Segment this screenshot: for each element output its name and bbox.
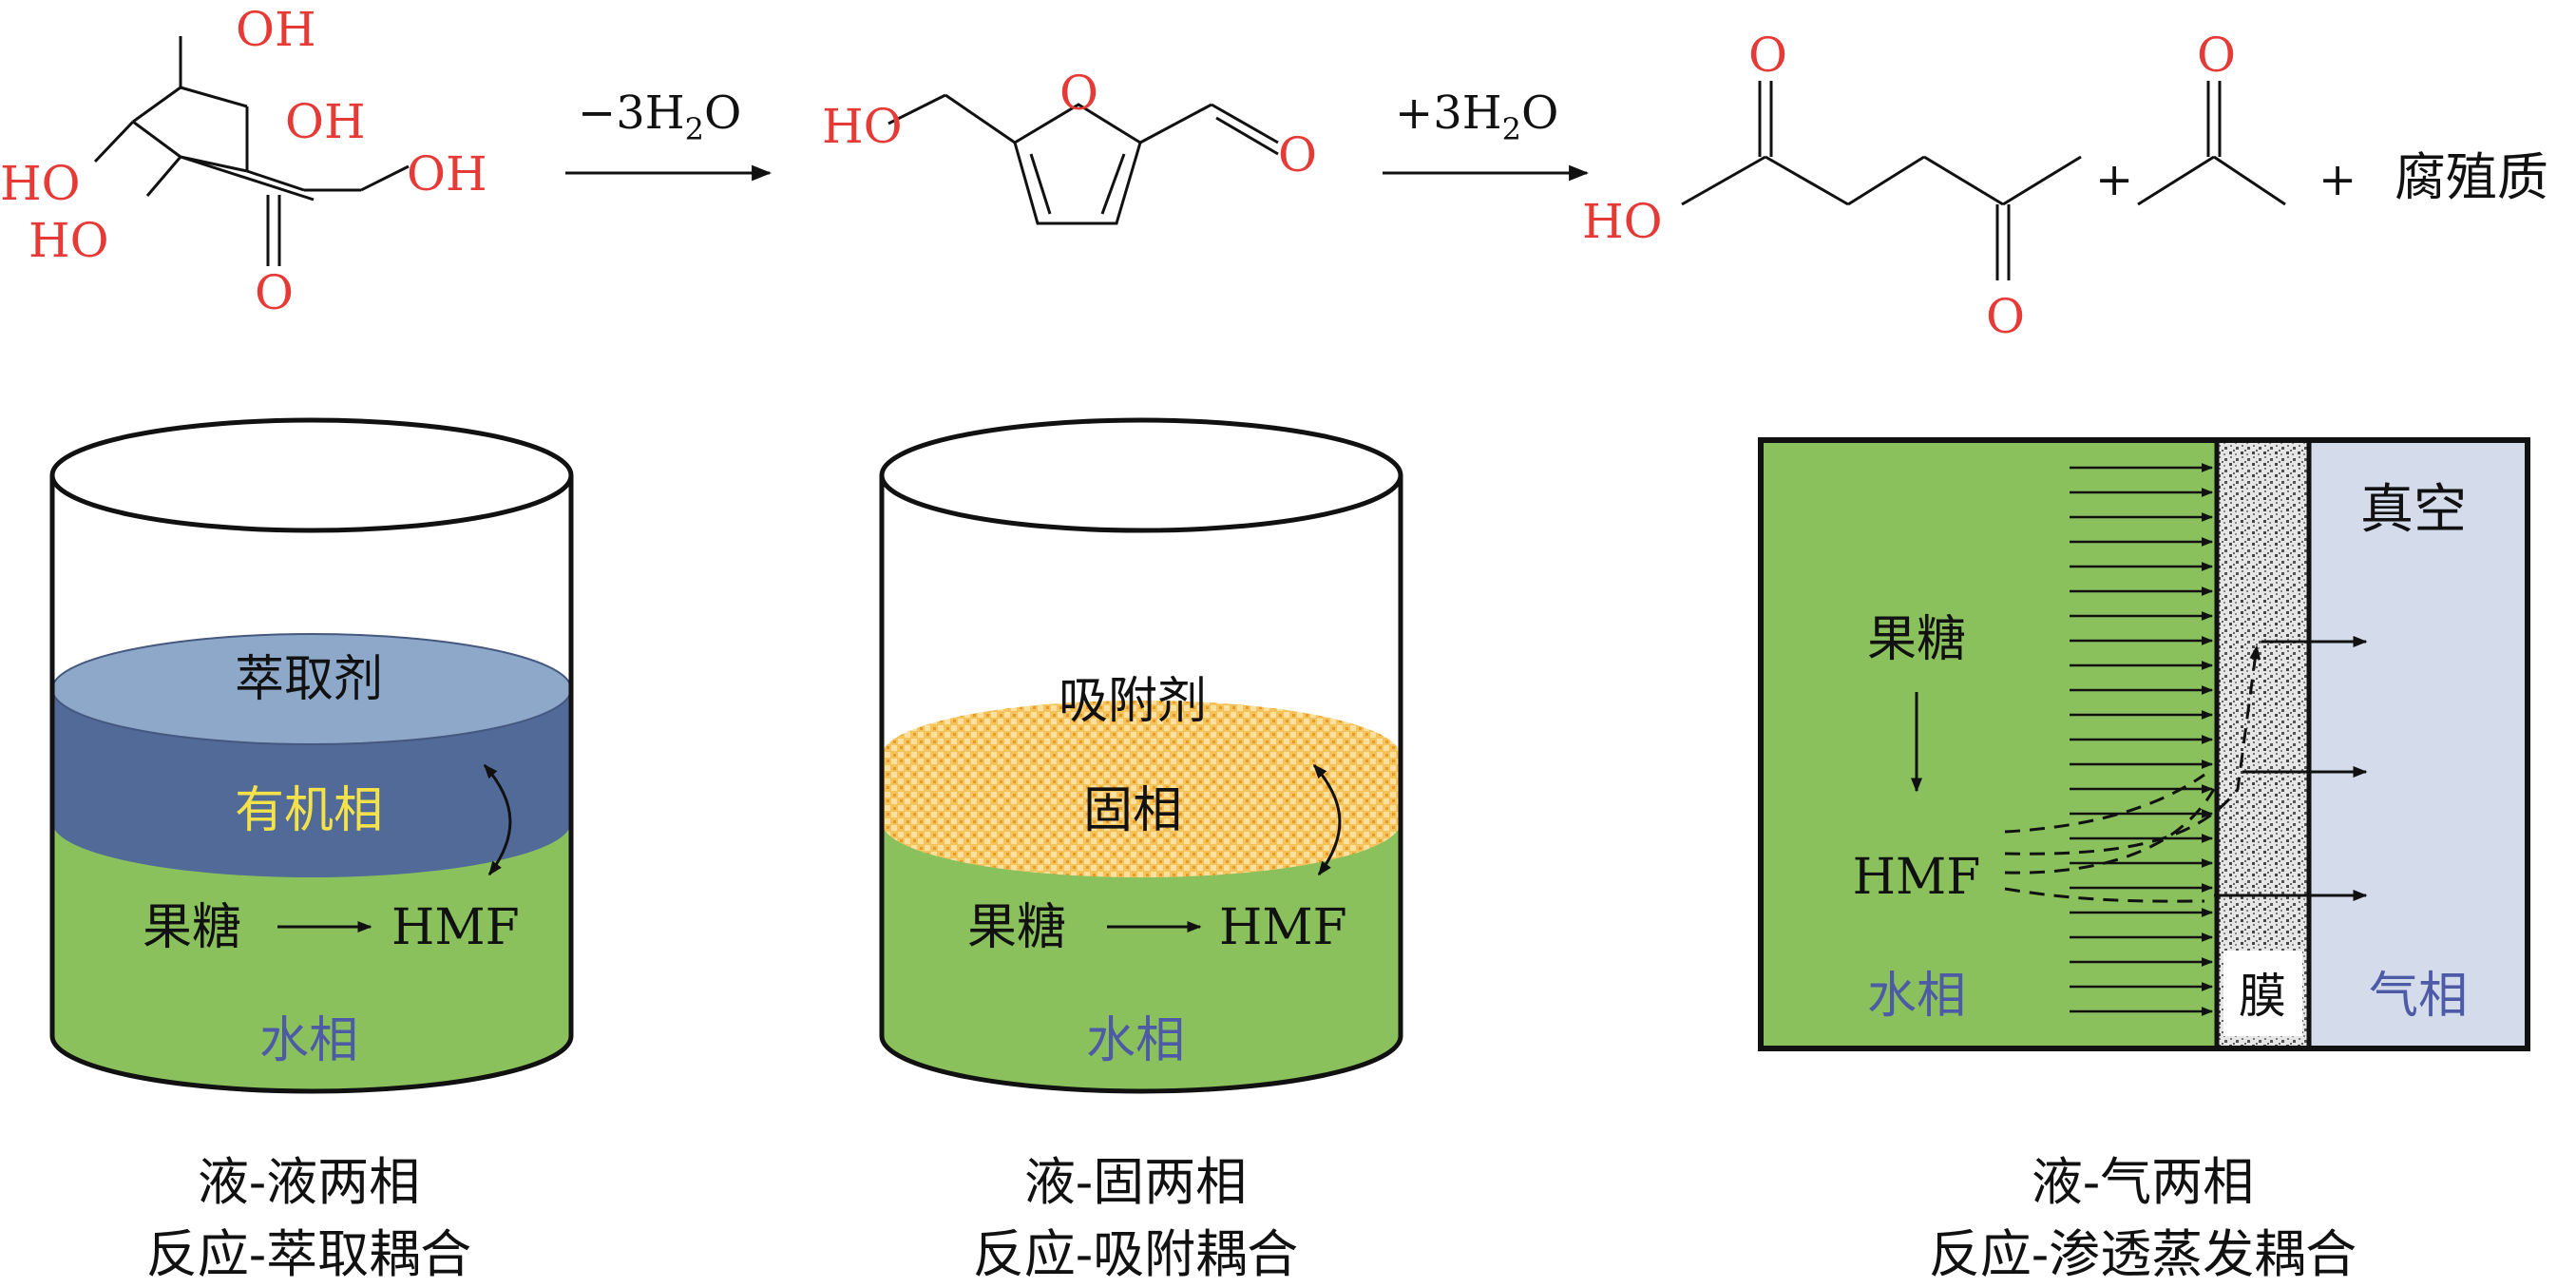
ls-solid-phase-label: 固相 xyxy=(1083,782,1182,839)
ls-adsorbent-label: 吸附剂 xyxy=(1059,673,1207,730)
arrow1-label: −3H2O xyxy=(578,87,741,147)
atom-ho-hmf: HO xyxy=(822,99,903,154)
ll-organic-phase-label: 有机相 xyxy=(235,782,383,839)
lg-fructose-label: 果糖 xyxy=(1867,611,1966,668)
ll-aqueous-phase-label: 水相 xyxy=(259,1012,358,1069)
atom-o-la-2: O xyxy=(1986,289,2025,344)
lg-membrane-label: 膜 xyxy=(2239,969,2286,1024)
lg-caption-line2: 反应-渗透蒸发耦合 xyxy=(1929,1224,2357,1284)
lg-caption-line1: 液-气两相 xyxy=(2032,1152,2254,1212)
atom-labels: OH OH OH HO HO O HO O O O HO O O xyxy=(0,2,2236,344)
reaction-scheme xyxy=(93,36,2286,280)
lg-vacuum-label: 真空 xyxy=(2360,479,2467,541)
atom-oh-1: OH xyxy=(236,2,316,57)
atom-oh-2: OH xyxy=(285,94,366,149)
arrow-labels: −3H2O +3H2O + + 腐殖质 xyxy=(578,87,2548,207)
ll-caption-line2: 反应-萃取耦合 xyxy=(146,1224,471,1284)
flux-arrows xyxy=(2070,463,2214,1016)
lg-hmf-label: HMF xyxy=(1853,849,1981,906)
ll-hmf-label: HMF xyxy=(391,899,520,956)
plus-sign-2: + xyxy=(2318,153,2357,206)
panel-liquid-gas: 真空 果糖 HMF 水相 膜 气相 液-气两相 反应-渗透蒸发耦合 xyxy=(1758,437,2530,1284)
atom-oh-3: OH xyxy=(407,146,487,202)
ls-hmf-label: HMF xyxy=(1219,899,1347,956)
ls-caption-line1: 液-固两相 xyxy=(1024,1152,1247,1212)
plus-sign-1: + xyxy=(2095,153,2133,206)
atom-o-la-1: O xyxy=(1748,28,1787,83)
ll-fructose-label: 果糖 xyxy=(143,899,241,956)
hmf-structure xyxy=(887,93,1279,225)
ls-fructose-label: 果糖 xyxy=(967,899,1066,956)
atom-o-formic: O xyxy=(2197,28,2236,83)
atom-o-fructose: O xyxy=(255,265,294,320)
atom-ho-1: HO xyxy=(0,156,81,211)
lg-vapor-phase-label: 气相 xyxy=(2369,968,2468,1025)
arrow2-label: +3H2O xyxy=(1395,87,1558,147)
atom-o-furan: O xyxy=(1059,66,1098,121)
panel-liquid-solid: 吸附剂 固相 果糖 HMF 水相 液-固两相 反应-吸附耦合 xyxy=(879,417,1403,1284)
lg-aqueous-phase-label: 水相 xyxy=(1867,968,1966,1025)
formic-acid-structure xyxy=(2137,81,2286,206)
ls-aqueous-phase-label: 水相 xyxy=(1086,1012,1185,1069)
levulinic-acid-structure xyxy=(1681,81,2082,280)
fructose-structure xyxy=(93,36,410,266)
atom-ho-2: HO xyxy=(29,213,109,268)
humins-label: 腐殖质 xyxy=(2395,147,2548,207)
ll-caption-line1: 液-液两相 xyxy=(198,1152,420,1212)
atom-ho-la: HO xyxy=(1582,194,1663,249)
ls-caption-line2: 反应-吸附耦合 xyxy=(973,1224,1298,1284)
ll-extractant-label: 萃取剂 xyxy=(235,651,383,708)
panel-liquid-liquid: 萃取剂 有机相 果糖 HMF 水相 液-液两相 反应-萃取耦合 xyxy=(49,417,574,1284)
atom-o-aldehyde: O xyxy=(1278,127,1317,183)
